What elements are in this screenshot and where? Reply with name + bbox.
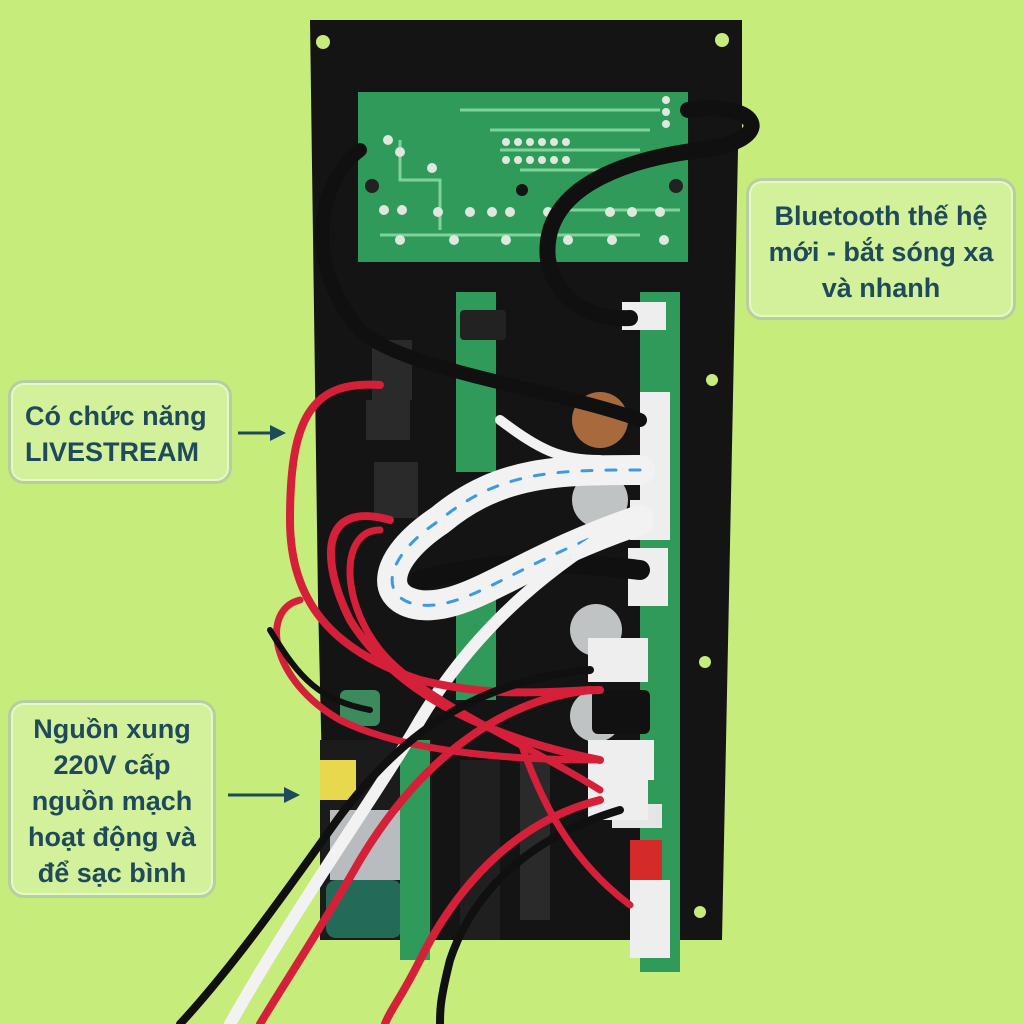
callout-bluetooth-line-2: mới - bắt sóng xa xyxy=(768,237,994,267)
white-ribbon-cables xyxy=(224,415,655,1024)
callout-bluetooth-line-3: và nhanh xyxy=(821,273,941,303)
callout-livestream: Có chức năng LIVESTREAM xyxy=(8,380,232,484)
callout-power-line-3: nguồn mạch xyxy=(31,786,193,816)
callout-power-supply: Nguồn xung 220V cấp nguồn mạch hoạt động… xyxy=(8,700,216,898)
callout-power-line-2: 220V cấp xyxy=(53,750,171,780)
callout-power-line-5: để sạc bình xyxy=(37,858,187,888)
power-wires xyxy=(176,380,634,1024)
callout-bluetooth-line-1: Bluetooth thế hệ xyxy=(774,201,988,231)
callout-livestream-line-1: Có chức năng xyxy=(25,401,207,431)
callout-bluetooth: Bluetooth thế hệ mới - bắt sóng xa và nh… xyxy=(746,178,1016,320)
callout-power-line-1: Nguồn xung xyxy=(33,714,191,744)
arrow-right-icon xyxy=(238,425,286,441)
bluetooth-pcb xyxy=(358,92,688,262)
callout-livestream-line-2: LIVESTREAM xyxy=(25,437,200,467)
callout-power-line-4: hoạt động và xyxy=(28,822,196,852)
arrow-right-icon xyxy=(228,787,300,803)
